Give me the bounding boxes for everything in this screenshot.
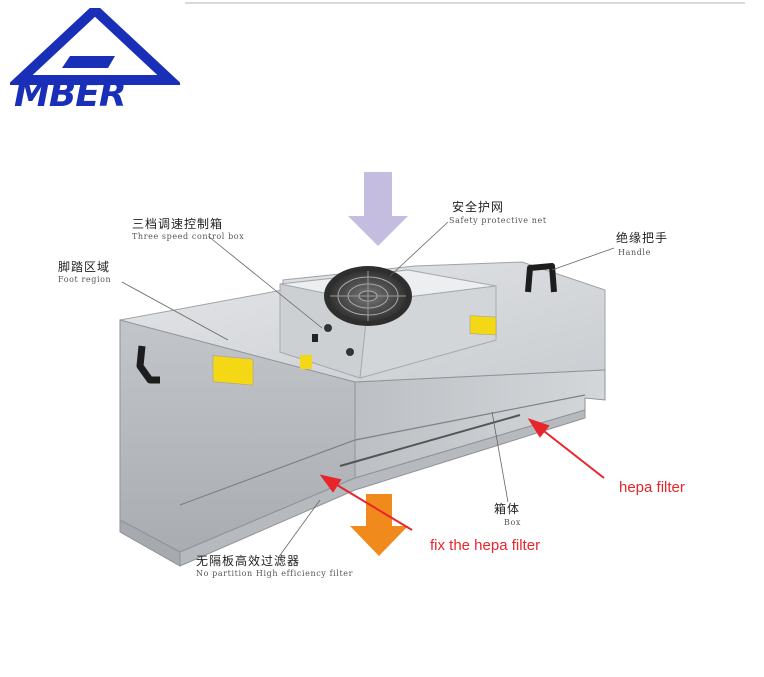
top-divider-line bbox=[185, 2, 745, 4]
label-box-en: Box bbox=[504, 518, 522, 527]
air-inlet-arrow bbox=[348, 172, 408, 246]
label-handle-cn: 绝缘把手 bbox=[616, 231, 669, 245]
handle-left bbox=[136, 345, 160, 384]
label-safety-net-en: Safety protective net bbox=[449, 216, 547, 225]
label-filter-cn: 无隔板高效过滤器 bbox=[196, 554, 301, 568]
label-three-speed-cn: 三档调速控制箱 bbox=[132, 217, 224, 231]
warning-sticker bbox=[469, 315, 497, 336]
logo-text: MBER bbox=[14, 74, 127, 115]
label-foot-region-cn: 脚踏区域 bbox=[58, 260, 111, 274]
label-safety-net-cn: 安全护网 bbox=[452, 200, 505, 214]
logo-triangle-icon bbox=[10, 8, 180, 85]
label-filter-en: No partition High efficiency filter bbox=[196, 569, 354, 578]
label-handle-en: Handle bbox=[618, 248, 651, 257]
annotation-fix-hepa-filter: fix the hepa filter bbox=[430, 537, 541, 554]
fan-grille-icon bbox=[324, 266, 412, 326]
handle-right bbox=[525, 263, 557, 293]
label-box-cn: 箱体 bbox=[494, 502, 521, 516]
annotation-hepa-filter: hepa filter bbox=[619, 479, 685, 496]
label-three-speed-en: Three speed control box bbox=[132, 232, 245, 241]
air-outlet-arrow bbox=[350, 494, 408, 556]
warning-sticker bbox=[212, 355, 254, 386]
label-foot-region-en: Foot region bbox=[58, 275, 112, 284]
